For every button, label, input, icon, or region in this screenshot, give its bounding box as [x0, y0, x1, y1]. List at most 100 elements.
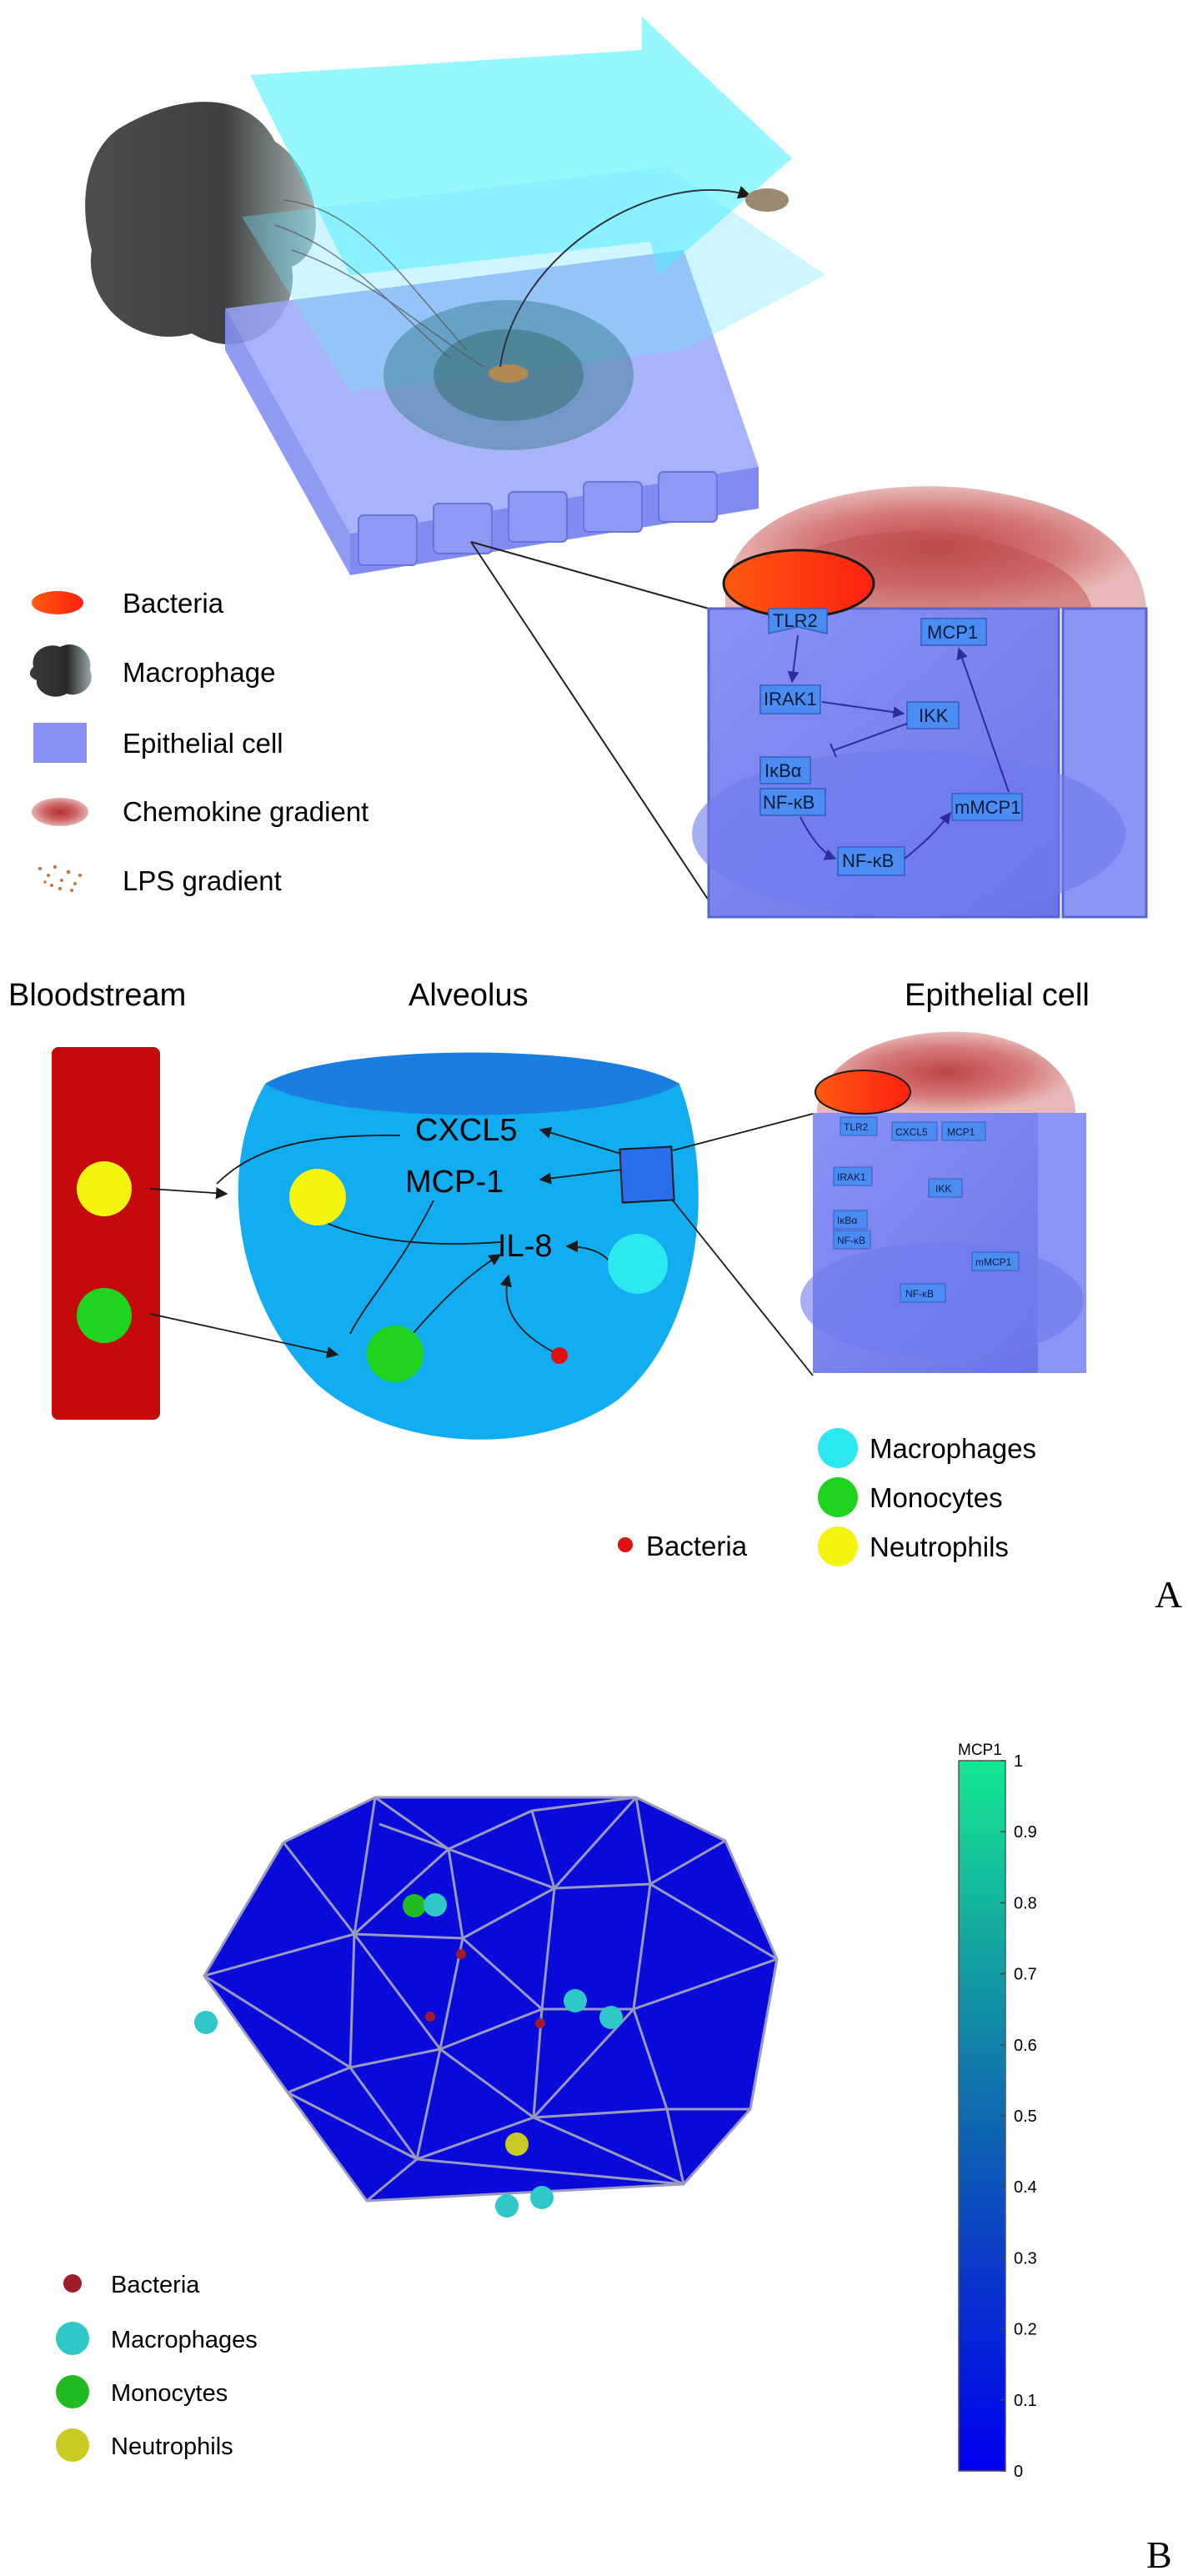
- agent-macrophage-3: [564, 1989, 587, 2012]
- agent-bacterium-3: [535, 2018, 545, 2028]
- legend-macrophage-label: Macrophage: [123, 657, 275, 688]
- panel-b: Bacteria Macrophages Monocytes Neutrophi…: [56, 1742, 1172, 2576]
- legend-monocytes-dot: [818, 1477, 858, 1517]
- agent-bacterium-1: [456, 1949, 466, 1959]
- agent-macrophage-2: [424, 1893, 447, 1917]
- ikba-label: IκBα: [764, 760, 802, 781]
- nucleus-inset: [692, 750, 1125, 917]
- legend-bacteria-label-a: Bacteria: [646, 1531, 748, 1561]
- colorbar-tick-label: 0.1: [1014, 2392, 1037, 2410]
- mini-tlr2: TLR2: [844, 1121, 869, 1133]
- mini-pathway-inset: TLR2 CXCL5 MCP1 IRAK1 IKK IκBα NF-κB NF-…: [800, 1031, 1086, 1373]
- panel-letter-b: B: [1146, 2533, 1172, 2576]
- colorbar-title: MCP1: [958, 1742, 1002, 1759]
- bacteria-icon: [32, 591, 83, 614]
- pathway-inset: TLR2 IRAK1 IKK IκBα NF-κB NF-κB mMCP1 MC…: [692, 486, 1148, 919]
- lps-icon: [38, 865, 83, 892]
- mmcp1-node: [951, 793, 1023, 821]
- legend-epithelial-label: Epithelial cell: [123, 728, 283, 759]
- colorbar-tick-label: 0.4: [1014, 2178, 1037, 2197]
- flow-arrow-volume: [250, 17, 792, 275]
- agent-macrophage-5: [495, 2194, 519, 2218]
- legend-neutrophils-dot: [818, 1526, 858, 1566]
- mini-ikba: IκBα: [837, 1215, 857, 1226]
- colorbar-tick-label: 0.8: [1014, 1894, 1037, 1912]
- legend-b-neutrophils-label: Neutrophils: [111, 2433, 233, 2460]
- mcp1-label-a: MCP-1: [405, 1165, 504, 1200]
- legend-macrophages-label: Macrophages: [870, 1433, 1036, 1464]
- epithelial-icon: [33, 723, 87, 763]
- agent-neutrophil-1: [505, 2132, 529, 2156]
- top-legend: Bacteria Macrophage Epithelial cell Chem…: [29, 588, 368, 896]
- panel-a: Bloodstream Alveolus Epithelial cell CXC…: [8, 978, 1182, 1616]
- legend-lps-label: LPS gradient: [123, 865, 282, 896]
- legend-b-bacteria-dot: [63, 2274, 82, 2293]
- migrating-bacterium: [745, 188, 789, 212]
- legend-bacteria-dot: [618, 1537, 633, 1552]
- bloodstream-vessel: [52, 1047, 160, 1420]
- zoom-line-2: [470, 541, 709, 901]
- legend-b-macrophages-dot: [56, 2322, 89, 2355]
- top-illustration: [85, 17, 825, 901]
- colorbar-tick-label: 0: [1014, 2463, 1023, 2481]
- legend-macrophages-dot: [818, 1428, 858, 1468]
- macrophage-shape: [85, 102, 316, 344]
- alveolus-mesh: [204, 1797, 777, 2201]
- epithelial-cells-front: [358, 471, 718, 566]
- blood-monocyte: [77, 1288, 132, 1343]
- alveolus-neutrophil: [289, 1169, 346, 1225]
- macrophage-pseudopods: [274, 199, 484, 368]
- agent-macrophage-6: [530, 2186, 554, 2209]
- zoom-line-1: [470, 541, 709, 609]
- colorbar-ticks: 1 0.9 0.8 0.7 0.6 0.5 0.4 0.3 0.2 0.1 0: [1000, 1752, 1037, 2481]
- mcp1-node: [920, 618, 987, 646]
- colorbar-tick-label: 0.7: [1014, 1966, 1037, 1984]
- agent-bacterium-2: [425, 2012, 435, 2022]
- colorbar: [958, 1760, 1006, 2472]
- irak1-label: IRAK1: [764, 689, 817, 709]
- epithelial-patch: [619, 1145, 675, 1204]
- legend-monocytes-label: Monocytes: [870, 1482, 1003, 1513]
- agent-monocyte-1: [403, 1894, 426, 1917]
- bacterium-inset: [722, 549, 875, 619]
- bacterium-center: [489, 364, 529, 383]
- legend-b-monocytes-dot: [56, 2375, 89, 2408]
- mini-nfkb: NF-κB: [905, 1288, 934, 1300]
- bloodstream-title: Bloodstream: [8, 978, 186, 1013]
- cxcl5-label: CXCL5: [415, 1113, 518, 1148]
- colorbar-tick-label: 0.5: [1014, 2107, 1037, 2126]
- il8-label: IL-8: [498, 1229, 552, 1264]
- alveolus-title: Alveolus: [409, 978, 529, 1013]
- nfkb-bound-node: [759, 788, 826, 816]
- mini-mmcp1: mMCP1: [975, 1256, 1012, 1268]
- macrophage-icon: [29, 644, 92, 697]
- nfkb-label: NF-κB: [842, 850, 894, 871]
- tlr2-node: [768, 608, 828, 634]
- colorbar-tick-label: 0.9: [1014, 1823, 1037, 1842]
- mmcp1-label: mMCP1: [955, 797, 1020, 818]
- flow-arrow-lower: [242, 167, 825, 392]
- blood-neutrophil: [77, 1161, 132, 1216]
- tlr2-label: TLR2: [773, 610, 818, 631]
- colorbar-tick-label: 1: [1014, 1752, 1023, 1771]
- legend-b-neutrophils-dot: [56, 2428, 89, 2462]
- alveolus-bacterium: [551, 1347, 568, 1364]
- colorbar-tick-label: 0.6: [1014, 2037, 1037, 2055]
- colorbar-tick-label: 0.2: [1014, 2321, 1037, 2339]
- mini-cxcl5: CXCL5: [895, 1126, 928, 1138]
- legend-chemokine-label: Chemokine gradient: [123, 796, 368, 827]
- nfkb-node: [837, 846, 905, 876]
- legend-b-bacteria-label: Bacteria: [111, 2272, 200, 2298]
- legend-neutrophils-label: Neutrophils: [870, 1531, 1009, 1562]
- alveolus-macrophage: [608, 1234, 668, 1294]
- legend-b-macrophages-label: Macrophages: [111, 2327, 258, 2353]
- legend-b-monocytes-label: Monocytes: [111, 2380, 228, 2407]
- alveolus-sphere: [238, 1059, 699, 1440]
- mini-ikk: IKK: [935, 1183, 951, 1195]
- panel-letter-a: A: [1155, 1573, 1182, 1616]
- migration-arc: [499, 186, 752, 368]
- colorbar-tick-label: 0.3: [1014, 2249, 1037, 2268]
- mini-nfkb-bound: NF-κB: [837, 1235, 865, 1246]
- ikk-label: IKK: [919, 705, 949, 726]
